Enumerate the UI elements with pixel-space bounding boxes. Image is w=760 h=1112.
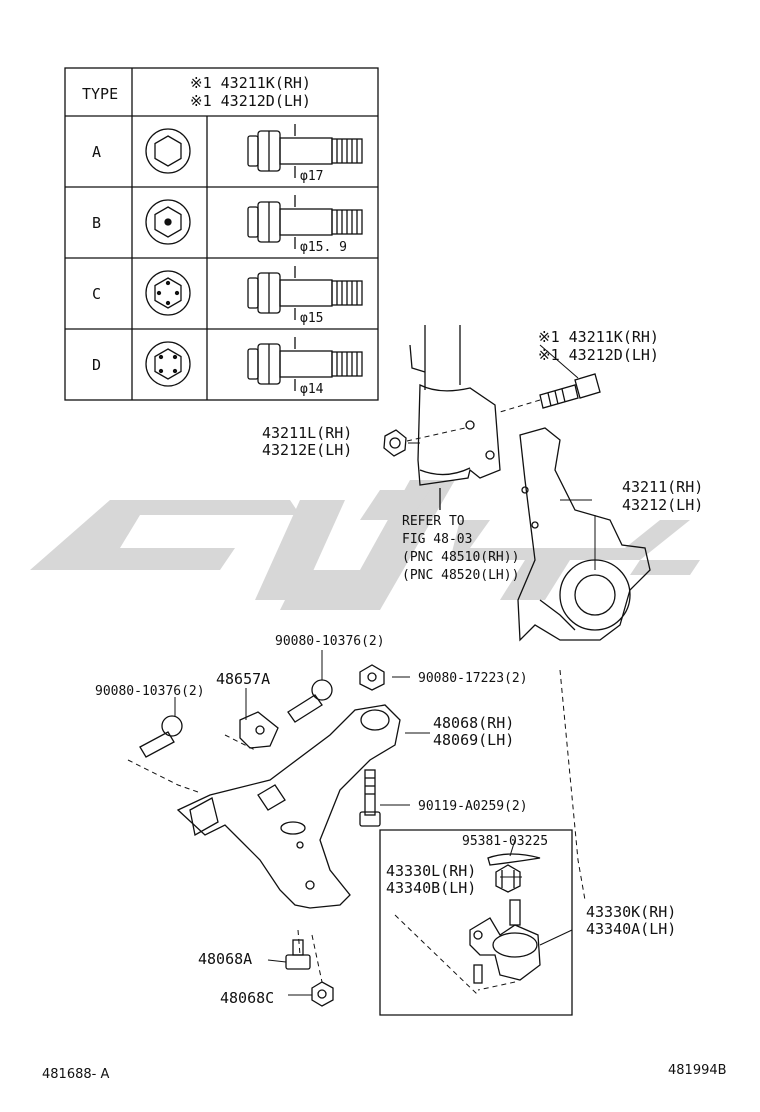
callout-nut-rh: 43211L(RH)	[262, 424, 352, 442]
callout-nut-lh: 43212E(LH)	[262, 441, 352, 459]
bolt-leader-dashed	[499, 399, 541, 413]
dashed-leaders	[127, 669, 586, 996]
callout-nut-43330l: 43330L(RH)	[386, 862, 476, 880]
arm-nut	[359, 664, 385, 691]
strut-bracket	[409, 325, 501, 510]
bushing-48068c	[311, 981, 334, 1007]
callout-bolt-90119: 90119-A0259(2)	[418, 799, 528, 814]
ball-joint-box	[379, 829, 573, 1016]
steering-knuckle	[517, 427, 651, 642]
bolt-side-view-b	[247, 195, 363, 249]
arm-bolt-top	[287, 679, 333, 723]
bolt-type-table	[64, 67, 379, 401]
table-header-part-2: ※1 43212D(LH)	[190, 92, 311, 110]
bolt-side-view-c	[247, 266, 363, 320]
bolt-head-view-a	[145, 128, 191, 174]
type-label-d: D	[92, 356, 101, 374]
callout-knuckle-lh: 43212(LH)	[622, 496, 703, 514]
callout-bushing-48068c: 48068C	[220, 989, 274, 1007]
table-header-type: TYPE	[82, 85, 118, 103]
bushing-48068a	[285, 939, 311, 970]
callout-arm-lh: 48069(LH)	[433, 731, 514, 749]
callout-bolt-90080-top: 90080-10376(2)	[275, 634, 385, 649]
callout-refer-2: FIG 48-03	[402, 532, 472, 547]
bolt-head-view-b	[145, 199, 191, 245]
type-label-c: C	[92, 285, 101, 303]
callout-joint-rh: 43330K(RH)	[586, 903, 676, 921]
castle-nut	[495, 864, 521, 893]
diameter-a: φ17	[300, 169, 323, 184]
callout-refer-4: (PNC 48520(LH))	[402, 568, 519, 583]
callout-bolt-lh: ※1 43212D(LH)	[538, 346, 659, 364]
diameter-d: φ14	[300, 382, 324, 397]
callout-bushing-48068a: 48068A	[198, 950, 252, 968]
bracket-48657a	[239, 711, 279, 749]
knuckle-bolt	[539, 373, 601, 409]
callout-bolt-rh: ※1 43211K(RH)	[538, 328, 659, 346]
callout-arm-rh: 48068(RH)	[433, 714, 514, 732]
lower-control-arm	[176, 704, 401, 909]
callout-joint-lh: 43340A(LH)	[586, 920, 676, 938]
bolt-head-view-c	[145, 270, 191, 316]
diameter-b: φ15. 9	[300, 240, 347, 255]
ball-joint	[469, 899, 541, 984]
callout-bracket-48657a: 48657A	[216, 670, 270, 688]
diameter-c: φ15	[300, 311, 323, 326]
bolt-side-view-d	[247, 337, 363, 391]
callout-refer-3: (PNC 48510(RH))	[402, 550, 519, 565]
leader-lines	[174, 344, 596, 996]
footer-left-code: 481688- A	[42, 1067, 109, 1082]
bolt-head-view-d	[145, 341, 191, 387]
callout-knuckle-rh: 43211(RH)	[622, 478, 703, 496]
watermark-logo	[30, 480, 700, 610]
callout-nut-43340b: 43340B(LH)	[386, 879, 476, 897]
callout-bolt-90080-left: 90080-10376(2)	[95, 684, 205, 699]
bolt-side-view-a	[247, 124, 363, 178]
callout-nut-90080-17223: 90080-17223(2)	[418, 671, 528, 686]
callout-pin-95381: 95381-03225	[462, 834, 548, 849]
type-label-a: A	[92, 143, 101, 161]
nut-leader-dashed	[406, 427, 466, 442]
table-header-part-1: ※1 43211K(RH)	[190, 74, 311, 92]
arm-bolt-90119	[359, 769, 381, 827]
cotter-pin	[487, 853, 541, 866]
footer-right-code: 481994B	[668, 1063, 727, 1078]
arm-bolt-left	[139, 715, 183, 758]
type-label-b: B	[92, 214, 101, 232]
knuckle-nut	[383, 429, 407, 457]
callout-refer-1: REFER TO	[402, 514, 465, 529]
